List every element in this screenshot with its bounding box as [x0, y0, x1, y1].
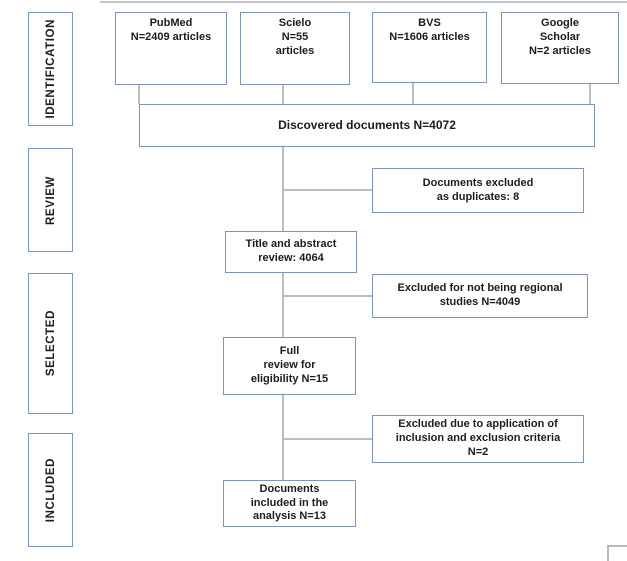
- discovered-documents-box: Discovered documents N=4072: [139, 104, 595, 147]
- excluded-duplicates-box: Documents excluded as duplicates: 8: [372, 168, 584, 213]
- branch-regional: [282, 295, 372, 297]
- stage-box-included: INCLUDED: [28, 433, 73, 547]
- stage-label-selected: SELECTED: [44, 310, 57, 377]
- stage-box-selected: SELECTED: [28, 273, 73, 414]
- connector-bvs-discovered: [412, 83, 414, 104]
- full-review-box: Full review for eligibility N=15: [223, 337, 356, 395]
- connector-pubmed-discovered: [138, 85, 140, 104]
- corner-crop-mark: [607, 545, 627, 561]
- spine-full-to-included: [282, 395, 284, 480]
- connector-scielo-discovered: [282, 85, 284, 104]
- source-box-pubmed: PubMed N=2409 articles: [115, 12, 227, 85]
- stage-label-included: INCLUDED: [44, 457, 57, 523]
- excluded-regional-box: Excluded for not being regional studies …: [372, 274, 588, 318]
- top-border-line: [100, 1, 627, 3]
- stage-label-identification: IDENTIFICATION: [44, 19, 57, 119]
- title-abstract-review-box: Title and abstract review: 4064: [225, 231, 357, 273]
- source-box-google-scholar: Google Scholar N=2 articles: [501, 12, 619, 84]
- branch-duplicates: [282, 189, 372, 191]
- excluded-criteria-box: Excluded due to application of inclusion…: [372, 415, 584, 463]
- branch-criteria: [282, 438, 372, 440]
- spine-title-to-full: [282, 273, 284, 337]
- source-box-bvs: BVS N=1606 articles: [372, 12, 487, 83]
- stage-box-review: REVIEW: [28, 148, 73, 252]
- source-box-scielo: Scielo N=55 articles: [240, 12, 350, 85]
- connector-google-discovered: [589, 84, 591, 104]
- stage-box-identification: IDENTIFICATION: [28, 12, 73, 126]
- stage-label-review: REVIEW: [44, 175, 57, 225]
- included-analysis-box: Documents included in the analysis N=13: [223, 480, 356, 527]
